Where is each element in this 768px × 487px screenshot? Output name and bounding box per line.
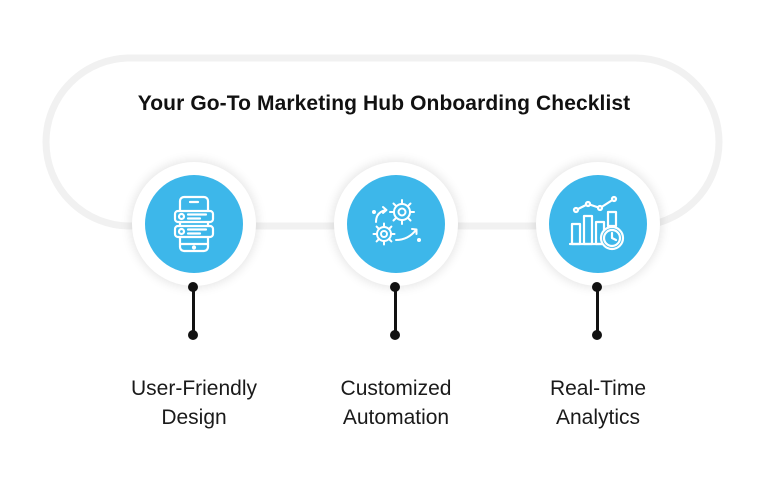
step-label-line2: Design — [161, 406, 227, 429]
step-label-line1: Customized — [340, 377, 452, 400]
icon-disc — [145, 175, 243, 273]
step-label-line2: Automation — [342, 406, 450, 429]
step-customized-automation: Customized Automation — [296, 150, 496, 450]
analytics-chart-clock-icon — [568, 195, 625, 251]
step-label-line1: User-Friendly — [130, 377, 258, 400]
connector-line — [596, 286, 599, 334]
mobile-app-icon — [173, 195, 215, 253]
gears-automation-icon — [372, 199, 421, 246]
step-label-line2: Analytics — [555, 406, 641, 429]
page-title: Your Go-To Marketing Hub Onboarding Chec… — [137, 92, 631, 115]
step-label-line1: Real-Time — [549, 377, 647, 400]
step-label: Real-Time Analytics — [498, 374, 698, 432]
step-label: Customized Automation — [296, 374, 496, 432]
connector-dot — [188, 330, 198, 340]
connector-dot — [592, 330, 602, 340]
step-label: User-Friendly Design — [94, 374, 294, 432]
icon-disc — [549, 175, 647, 273]
icon-disc — [347, 175, 445, 273]
step-user-friendly-design: User-Friendly Design — [94, 150, 294, 450]
step-real-time-analytics: Real-Time Analytics — [498, 150, 698, 450]
connector-dot — [390, 330, 400, 340]
connector-line — [394, 286, 397, 334]
connector-line — [192, 286, 195, 334]
